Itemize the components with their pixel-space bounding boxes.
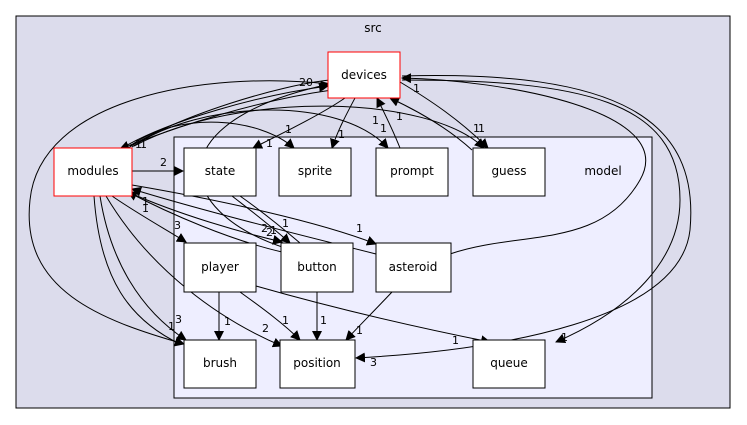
edge-label: 2: [160, 156, 167, 169]
edge-state-button-2: [239, 195, 301, 244]
edge-label: 1: [266, 137, 273, 150]
edge-label: 1: [142, 195, 149, 208]
edge-label: 1: [135, 138, 142, 151]
node-modules[interactable]: modules: [53, 147, 133, 197]
edge-player-position: [239, 291, 301, 341]
edge-modules-player: [111, 195, 187, 243]
edge-devices-sprite: [330, 97, 356, 149]
edge-label: 3: [175, 313, 182, 326]
edge-label: 1: [224, 315, 231, 328]
edge-labels: 20 1 1 1 1 1 1 1 1 1 1 1 2 1 1 3 2 1 2 1…: [135, 76, 568, 369]
edge-label: 2: [266, 226, 273, 239]
edge-label: 1: [320, 314, 327, 327]
edge-label: 3: [370, 356, 377, 369]
node-sprite-label: sprite: [298, 164, 332, 178]
node-player[interactable]: player: [183, 242, 257, 293]
node-position[interactable]: position: [279, 339, 356, 389]
edge-label: 1: [356, 324, 363, 337]
edge-modules-brush-2: [93, 195, 181, 345]
edge-label: 1: [168, 320, 175, 333]
edge-label: 1: [285, 123, 292, 136]
node-brush[interactable]: brush: [183, 339, 257, 389]
node-guess[interactable]: guess: [472, 147, 546, 197]
node-devices-label: devices: [341, 68, 387, 82]
edge-devices-state: [252, 97, 346, 149]
edge-label: 1: [356, 222, 363, 235]
edge-label: 3: [174, 219, 181, 232]
edge-state-button: [231, 195, 291, 244]
edge-label: 1: [561, 331, 568, 344]
edge-modules-guess: [133, 105, 485, 149]
node-state[interactable]: state: [183, 147, 257, 197]
node-button-label: button: [297, 260, 337, 274]
edge-label: 1: [473, 122, 480, 135]
edge-label: 1: [396, 110, 403, 123]
edge-label: 1: [142, 202, 149, 215]
node-sprite[interactable]: sprite: [278, 147, 352, 197]
edge-label: 1: [282, 314, 289, 327]
edge-asteroid-position: [345, 291, 393, 341]
edge-prompt-devices: [376, 97, 401, 149]
cluster-src-label: src: [364, 21, 382, 35]
edge-label: 1: [452, 334, 459, 347]
edge-guess-devices: [389, 97, 473, 151]
node-queue-label: queue: [490, 356, 528, 370]
edge-button-modules: [127, 191, 283, 253]
node-guess-label: guess: [491, 164, 526, 178]
edge-label: 1: [338, 128, 345, 141]
edge-label: 1: [478, 122, 485, 135]
node-modules-label: modules: [67, 164, 118, 178]
edge-label: 2: [261, 222, 268, 235]
edge-modules-brush: [99, 195, 187, 341]
edge-modules-devices-2: [127, 79, 331, 149]
node-button[interactable]: button: [280, 242, 354, 293]
edge-label: 1: [140, 138, 147, 151]
edge-label: 1: [413, 82, 420, 95]
node-prompt[interactable]: prompt: [375, 147, 449, 197]
edge-modules-asteroid: [131, 184, 377, 246]
node-brush-label: brush: [203, 356, 237, 370]
node-position-label: position: [293, 356, 341, 370]
edge-label: 1: [380, 122, 387, 135]
edge-label: 20: [299, 76, 313, 89]
edge-label: 1: [270, 224, 277, 237]
edge-label: 1: [282, 217, 289, 230]
node-state-label: state: [205, 164, 235, 178]
node-prompt-label: prompt: [390, 164, 434, 178]
edge-modules-sprite: [129, 121, 295, 149]
node-player-label: player: [201, 260, 239, 274]
node-queue[interactable]: queue: [472, 339, 546, 389]
node-devices[interactable]: devices: [327, 51, 401, 99]
edge-modules-devices: [121, 82, 329, 149]
node-asteroid[interactable]: asteroid: [375, 242, 452, 293]
edge-devices-brush: [28, 80, 331, 347]
edge-devices-queue: [401, 79, 681, 344]
edge-label: 1: [372, 114, 379, 127]
edge-player-queue: [255, 285, 491, 346]
edge-modules-prompt: [131, 109, 389, 149]
cluster-model-label: model: [584, 164, 621, 178]
edge-modules-button: [127, 191, 283, 245]
edge-label: 2: [262, 322, 269, 335]
edge-asteroid-devices: [401, 73, 647, 255]
nodes: devices modules state sprite prompt gues…: [53, 51, 546, 389]
node-asteroid-label: asteroid: [389, 260, 438, 274]
